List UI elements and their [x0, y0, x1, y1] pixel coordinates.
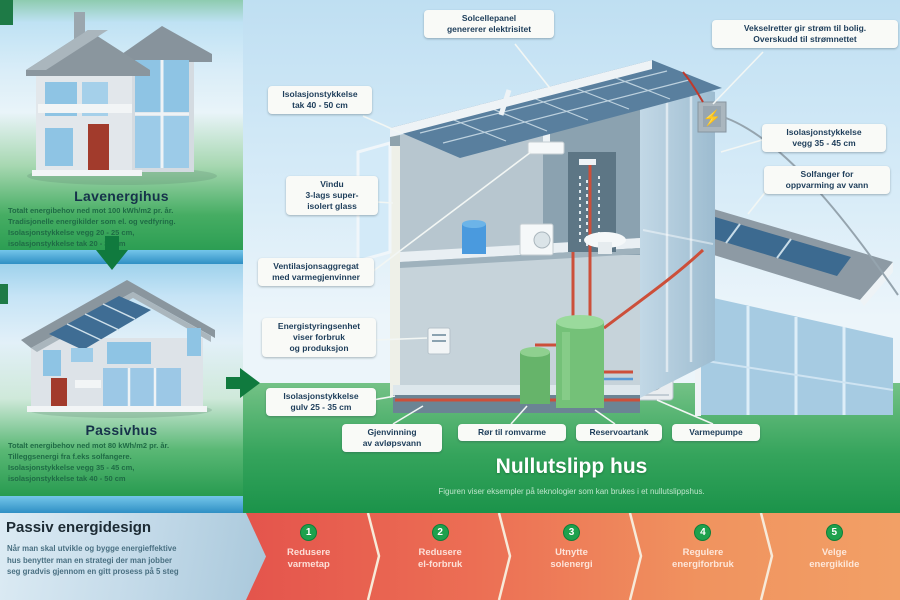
vent-pipe [498, 89, 512, 116]
label-ror: Rør til romvarme [458, 424, 566, 442]
front-door [88, 124, 109, 172]
house1-title: Lavenergihus [74, 188, 169, 204]
wall-insulation-cut [390, 135, 400, 398]
pv-wire [682, 71, 704, 103]
house-cutaway-scene: ⚡ [243, 43, 900, 513]
lightning-bolt-icon: ⚡ [703, 109, 722, 127]
step-number-badge: 2 [431, 524, 449, 541]
step-number-badge: 5 [825, 524, 843, 541]
label-isolasjon-tak: Isolasjonstykkelse tak 40 - 50 cm [268, 86, 372, 115]
label-isolasjon-vegg: Isolasjonstykkelse vegg 35 - 45 cm [762, 124, 886, 153]
step-5: 5 Velge energikilde [769, 513, 900, 600]
footer-title: Passiv energidesign [6, 519, 152, 536]
label-ventilasjon: Ventilasjonsaggregat med varmegjenvinner [258, 258, 374, 287]
reservoir-tanks [520, 315, 604, 408]
step-number-badge: 4 [694, 524, 712, 541]
house2-description: Totalt energibehov ned mot 80 kWh/m2 pr.… [8, 441, 170, 483]
step-label: Regulere energiforbruk [672, 547, 734, 571]
main-diagram: ⚡ Solcellepa [243, 0, 900, 513]
chevron-separator-icon [628, 513, 643, 600]
roof-solar-panels [390, 60, 722, 158]
main-title: Nullutslipp hus [495, 455, 648, 478]
leader-lines [362, 43, 768, 425]
step-label: Redusere varmetap [287, 547, 331, 571]
label-isolasjon-gulv: Isolasjonstykkelse gulv 25 - 35 cm [266, 388, 376, 417]
right-arrow-icon [226, 368, 260, 398]
annex [665, 205, 894, 416]
right-wall [640, 73, 715, 398]
rooftop-solar-panel [49, 296, 151, 350]
label-reservoartank: Reservoartank [576, 424, 662, 442]
down-arrow-icon [96, 236, 128, 270]
step-1: 1 Redusere varmetap [243, 513, 374, 600]
step-label: Redusere el-forbruk [417, 547, 463, 571]
step-label: Velge energikilde [809, 547, 860, 571]
sink [584, 232, 626, 248]
step-2: 2 Redusere el-forbruk [374, 513, 505, 600]
step-number-badge: 3 [563, 524, 581, 541]
inverter-box: ⚡ [697, 101, 727, 133]
label-gjenvinning: Gjenvinning av avløpsvann [342, 424, 442, 453]
step-label: Utnytte solenergi [550, 547, 593, 571]
step-number-badge: 1 [300, 524, 318, 541]
house2-title: Passivhus [85, 422, 158, 438]
passivhus-illustration [21, 280, 215, 418]
label-varmepumpe: Varmepumpe [672, 424, 760, 442]
bathroom [568, 152, 626, 254]
edge-mark [0, 284, 8, 304]
sidebar: Lavenergihus Totalt energibehov ned mot … [0, 0, 243, 513]
lavenergihus-illustration [26, 12, 217, 185]
corner-mark [0, 0, 13, 25]
house1-description: Totalt energibehov ned mot 100 kWh/m2 pr… [8, 206, 176, 248]
chevron-separator-icon [759, 513, 774, 600]
footer-description: Når man skal utvikle og bygge energieffe… [7, 544, 179, 577]
step-3: 3 Utnytte solenergi [506, 513, 637, 600]
label-energistyring: Energistyringsenhet viser forbruk og pro… [262, 318, 376, 358]
solar-collector [685, 212, 851, 276]
process-steps: 1 Redusere varmetap 2 Redusere el-forbru… [243, 513, 900, 600]
chevron-separator-icon [497, 513, 512, 600]
chimney [74, 12, 85, 44]
step-4: 4 Regulere energiforbruk [637, 513, 768, 600]
label-vekselretter: Vekselretter gir strøm til bolig. Oversk… [712, 20, 898, 49]
main-subtitle: Figuren viser eksempler på teknologier s… [438, 487, 705, 496]
washing-machine [519, 223, 554, 256]
front-door [51, 378, 67, 408]
main-house: ⚡ [356, 60, 899, 413]
chevron-separator-icon [366, 513, 381, 600]
process-footer: 1 Redusere varmetap 2 Redusere el-forbru… [0, 513, 900, 600]
footer-intro-panel: Passiv energidesign Når man skal utvikle… [0, 513, 266, 600]
water-tank [462, 220, 486, 254]
divider-strip [0, 496, 243, 513]
label-solcellepanel: Solcellepanel genererer elektrisitet [424, 10, 554, 39]
energy-management-unit [427, 327, 451, 355]
label-vindu: Vindu 3-lags super- isolert glass [286, 176, 378, 216]
label-solfanger: Solfanger for oppvarming av vann [764, 166, 890, 195]
